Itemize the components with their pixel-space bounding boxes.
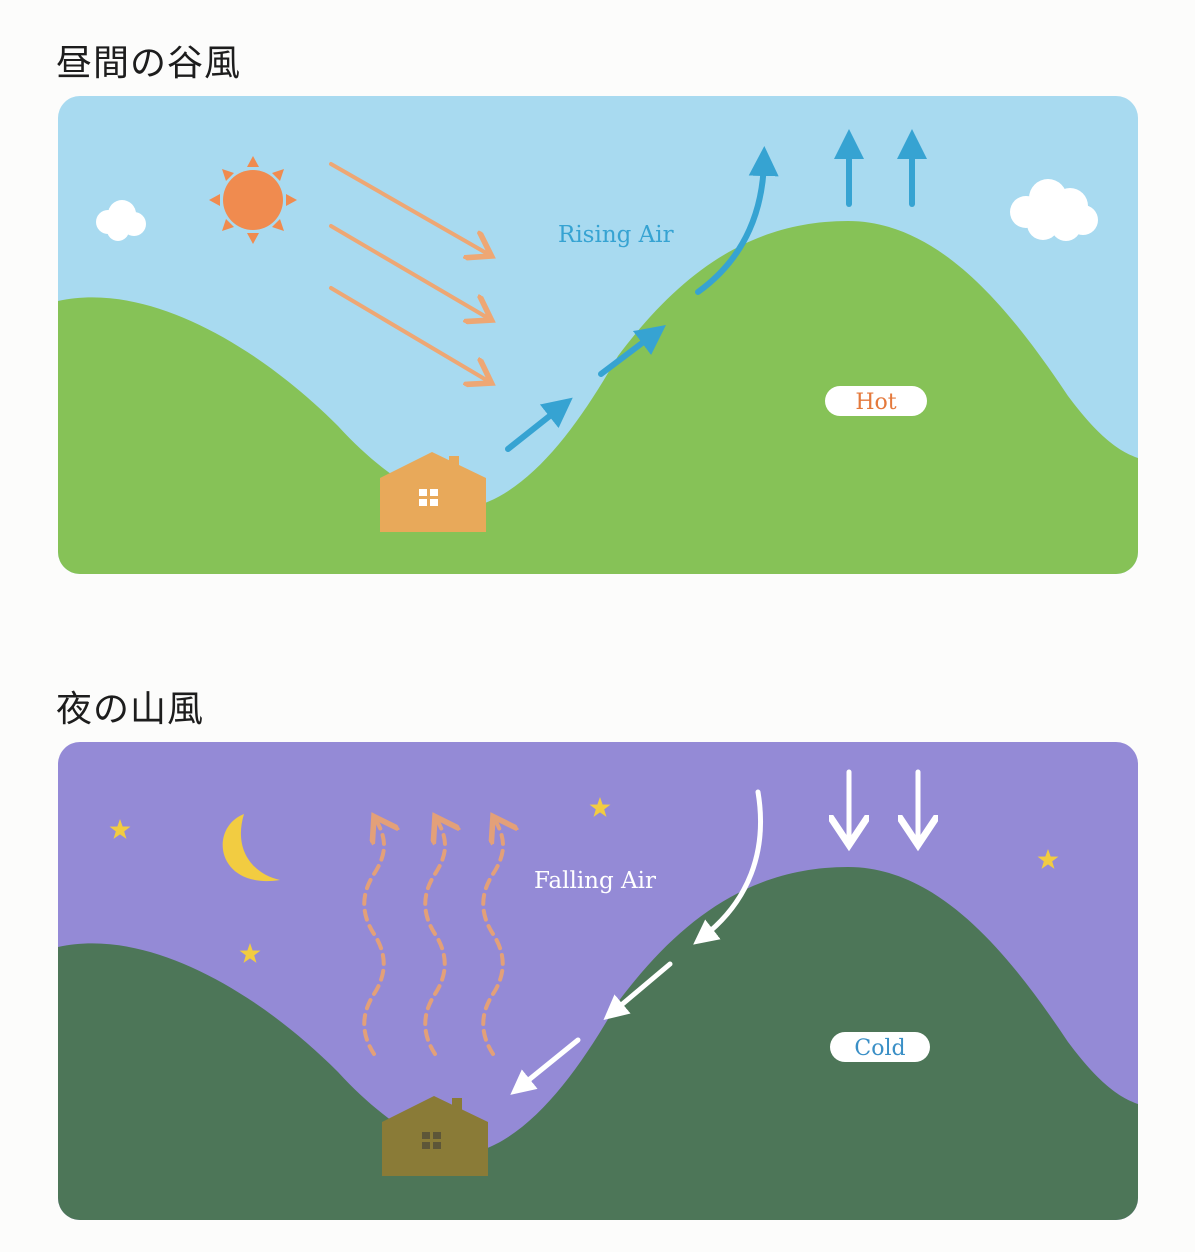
night-mountain-wind-panel: Falling Air Cold [58,742,1138,1220]
moon-icon [222,814,280,882]
night-title: 夜の山風 [56,689,205,730]
hot-label: Hot [855,390,896,415]
sun-icon [209,156,297,244]
day-hills [58,221,1138,574]
rising-air-label: Rising Air [558,222,674,248]
day-valley-wind-panel: Rising Air Hot [58,96,1138,574]
falling-air-arrows [510,769,918,1095]
cold-badge: Cold [830,1032,930,1062]
cloud-icon [96,200,146,241]
day-title: 昼間の谷風 [56,43,242,84]
falling-air-label: Falling Air [534,868,656,894]
cold-label: Cold [854,1036,905,1061]
house-icon [382,1096,488,1176]
house-icon [380,452,486,532]
star-icon [109,797,1059,963]
heat-wave-arrows [362,820,503,1056]
hot-badge: Hot [825,386,927,416]
rising-air-arrows [505,129,927,452]
sunlight-arrows [329,162,488,381]
night-hills [58,867,1138,1220]
cloud-icon [1010,179,1098,241]
